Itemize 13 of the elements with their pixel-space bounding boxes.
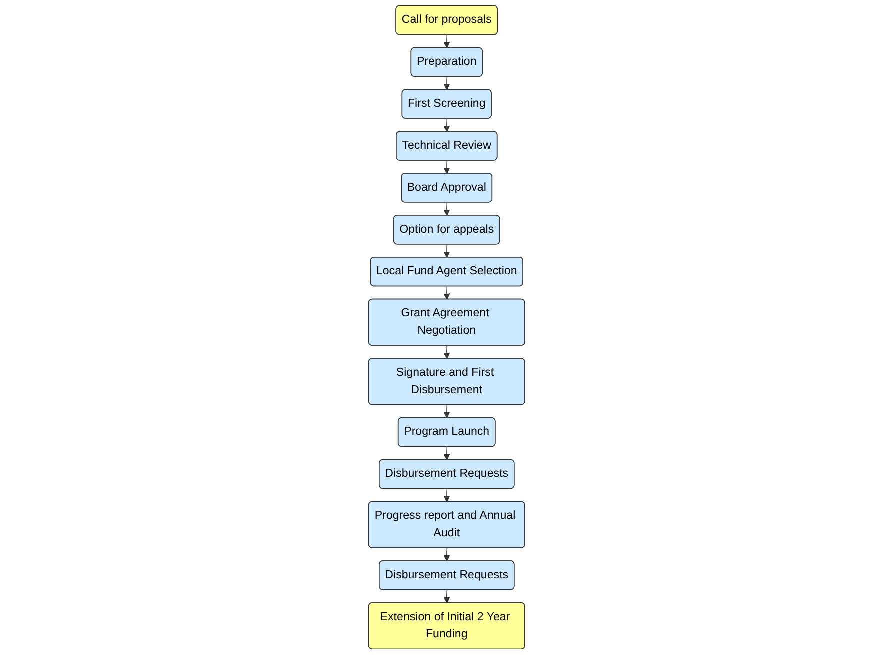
arrow xyxy=(444,446,450,460)
arrow xyxy=(444,118,450,132)
arrow xyxy=(444,404,450,419)
arrow xyxy=(444,34,450,48)
arrow xyxy=(444,488,450,502)
arrow xyxy=(444,346,450,360)
arrow xyxy=(444,160,450,174)
arrow xyxy=(444,548,450,562)
arrow xyxy=(444,244,450,258)
arrow xyxy=(444,76,450,90)
arrow xyxy=(444,590,450,604)
arrow xyxy=(444,202,450,216)
arrow xyxy=(444,286,450,300)
